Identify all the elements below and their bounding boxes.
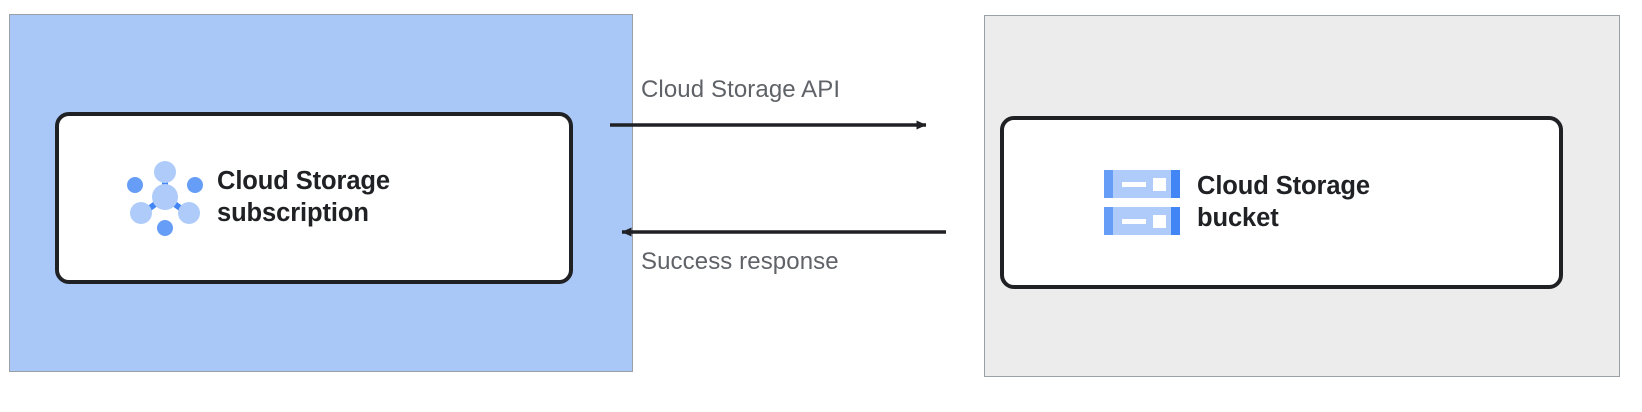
cloud-storage-subscription-node[interactable]: Cloud Storage subscription — [55, 112, 573, 284]
subscription-node-label: Cloud Storage subscription — [217, 167, 390, 227]
response-edge-label: Success response — [641, 248, 839, 275]
request-edge-label: Cloud Storage API — [641, 76, 841, 103]
cloud-storage-bucket-icon — [1104, 169, 1180, 235]
pubsub-subscription-icon — [127, 161, 203, 236]
cloud-storage-bucket-node[interactable]: Cloud Storage bucket — [1000, 116, 1563, 289]
bucket-node-label: Cloud Storage bucket — [1197, 171, 1370, 232]
